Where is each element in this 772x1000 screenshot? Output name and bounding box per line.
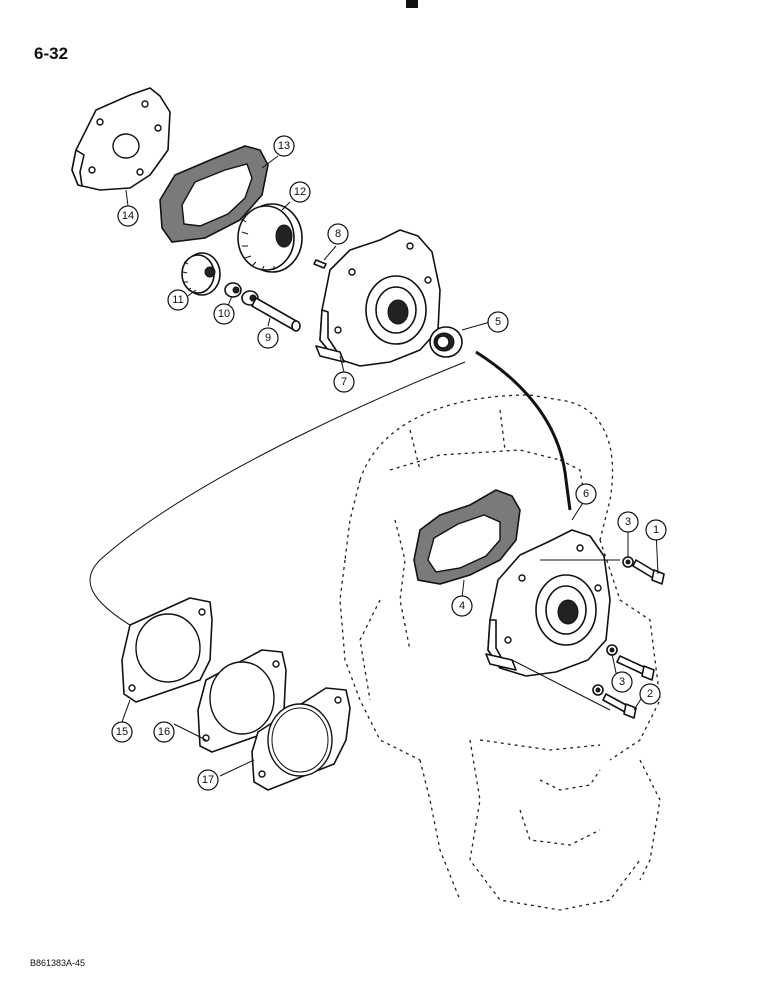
callout-label: 1 [653, 524, 659, 536]
callout-1: 1 [645, 519, 667, 541]
washer-part-3-bottom [592, 684, 604, 696]
engine-block-outline [339, 394, 661, 911]
callout-label: 14 [122, 210, 134, 222]
callout-11: 11 [167, 289, 189, 311]
callout-3-lower: 3 [611, 671, 633, 693]
callout-5: 5 [487, 311, 509, 333]
bushings-part-10 [224, 282, 259, 306]
callout-label: 10 [218, 308, 230, 320]
bolt-part-2-lower [602, 693, 637, 719]
callout-label: 16 [158, 726, 170, 738]
bolt-part-1 [632, 559, 665, 585]
callout-15: 15 [111, 721, 133, 743]
gasket-part-13 [159, 145, 269, 243]
callout-4: 4 [451, 595, 473, 617]
callout-label: 4 [459, 600, 465, 612]
callout-9: 9 [257, 327, 279, 349]
assembly-line-seal-to-housing [475, 350, 572, 511]
gear-part-12 [237, 203, 303, 273]
seal-part-5 [429, 326, 463, 358]
gasket-part-17 [251, 687, 351, 791]
pump-housing-part-6 [485, 529, 611, 677]
callout-label: 11 [172, 294, 183, 306]
callout-label: 9 [265, 332, 271, 344]
callout-13: 13 [273, 135, 295, 157]
callout-7: 7 [333, 371, 355, 393]
washer-part-3-upper [622, 556, 634, 568]
callout-leaders [121, 155, 659, 777]
callout-8: 8 [327, 223, 349, 245]
callout-label: 13 [278, 140, 290, 152]
callout-16: 16 [153, 721, 175, 743]
figure-code: B861383A-45 [30, 958, 86, 968]
gasket-part-15 [121, 597, 213, 703]
callout-label: 8 [335, 228, 341, 240]
pin-part-8 [313, 259, 327, 269]
callout-12: 12 [289, 181, 311, 203]
gasket-part-4 [413, 489, 521, 585]
callout-label: 17 [202, 774, 214, 786]
callout-label: 2 [647, 688, 653, 700]
callout-6: 6 [575, 483, 597, 505]
callout-label: 5 [495, 316, 501, 328]
shaft-part-9 [251, 297, 301, 332]
cover-plate-part-14 [71, 87, 171, 191]
pump-housing-part-7 [315, 229, 441, 367]
callout-label: 6 [583, 488, 589, 500]
callout-label: 3 [619, 676, 625, 688]
callout-label: 15 [116, 726, 128, 738]
callout-14: 14 [117, 205, 139, 227]
callout-label: 3 [625, 516, 631, 528]
header-fragment [406, 0, 418, 8]
bolt-part-2-upper [616, 655, 655, 681]
callout-2: 2 [639, 683, 661, 705]
page-number: 6-32 [34, 44, 69, 63]
callout-label: 12 [294, 186, 306, 198]
plate-part-16 [197, 649, 287, 753]
callout-10: 10 [213, 303, 235, 325]
callout-label: 7 [341, 376, 347, 388]
assembly-line-to-gaskets [89, 361, 466, 626]
callout-17: 17 [197, 769, 219, 791]
callout-3-upper: 3 [617, 511, 639, 533]
gear-part-11 [181, 252, 221, 296]
washer-part-3-lower [606, 644, 618, 656]
assembly-line-bolt [511, 659, 611, 711]
